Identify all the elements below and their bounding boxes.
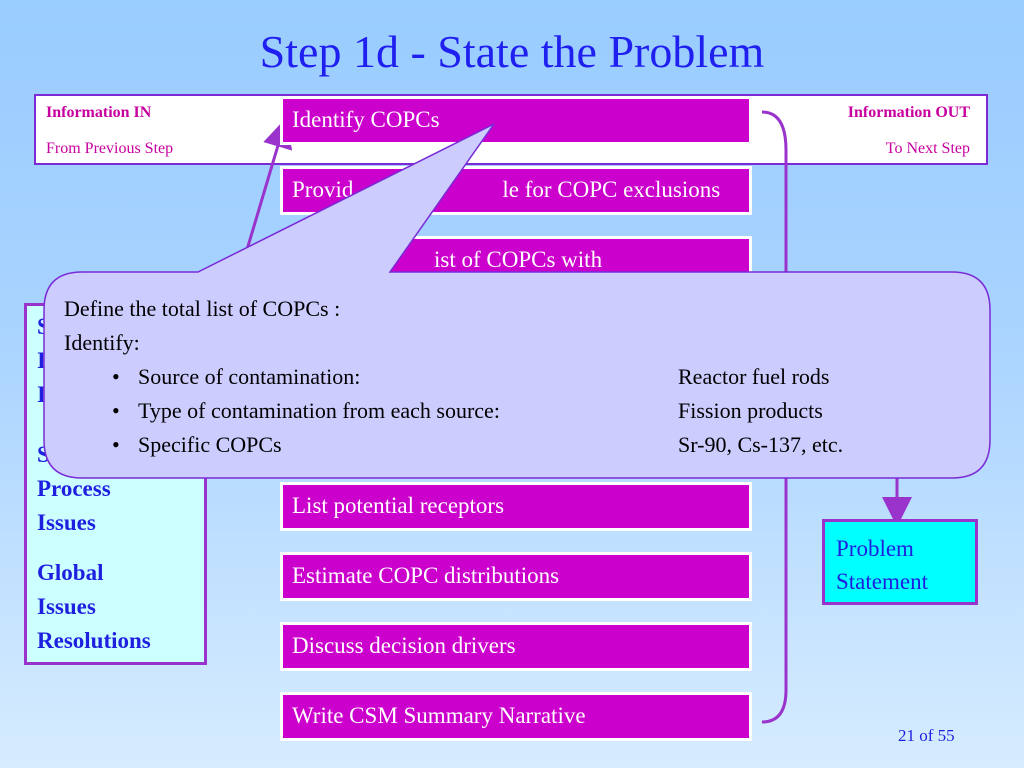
step-rationale-prefix: Provid [292, 177, 354, 202]
bullet-label: Specific COPCs [138, 432, 282, 457]
step-rationale-suffix: le for COPC exclusions [502, 177, 721, 202]
step-list-receptors: List potential receptors [280, 482, 752, 531]
step-copc-list-text: ist of COPCs with [434, 247, 603, 272]
to-next-step-label: To Next Step [885, 140, 970, 157]
issues-panel-line: Process [37, 476, 111, 501]
bullet-value: Fission products [678, 398, 823, 423]
issues-panel-line: Resolutions [37, 628, 151, 653]
callout-bubble [43, 123, 991, 479]
page-number: 21 of 55 [898, 726, 955, 745]
callout-bullet: • Type of contamination from each source:… [112, 394, 823, 427]
callout-bullet: • Specific COPCs Sr-90, Cs-137, etc. [112, 428, 843, 461]
bullet-label: Source of contamination: [138, 364, 361, 389]
information-in-label: Information IN [46, 104, 152, 121]
step-decision-drivers: Discuss decision drivers [280, 622, 752, 671]
issues-panel-line: Issues [37, 594, 96, 619]
callout-bullet: • Source of contamination: Reactor fuel r… [112, 360, 830, 393]
bullet-icon: • [112, 432, 120, 457]
callout-identify-label: Identify: [64, 330, 140, 355]
issues-panel-line: I [37, 382, 46, 407]
step-estimate-distributions: Estimate COPC distributions [280, 552, 752, 601]
step-identify-copcs: Identify COPCs [280, 96, 752, 145]
bullet-label: Type of contamination from each source: [138, 398, 500, 423]
from-previous-step-label: From Previous Step [46, 140, 174, 157]
bullet-value: Reactor fuel rods [678, 364, 830, 389]
step-write-narrative: Write CSM Summary Narrative [280, 692, 752, 741]
issues-panel-line: I [37, 348, 46, 373]
issues-panel-line: Global [37, 560, 104, 585]
problem-statement-box: Problem Statement [822, 519, 978, 605]
bullet-value: Sr-90, Cs-137, etc. [678, 432, 844, 457]
problem-statement-line1: Problem [836, 536, 914, 561]
problem-statement-line2: Statement [836, 569, 928, 594]
bullet-icon: • [112, 398, 120, 423]
issues-panel-line: Issues [37, 510, 96, 535]
information-out-label: Information OUT [847, 104, 970, 121]
bullet-icon: • [112, 364, 120, 389]
slide-title: Step 1d - State the Problem [259, 26, 765, 77]
callout-heading: Define the total list of COPCs : [64, 296, 341, 321]
